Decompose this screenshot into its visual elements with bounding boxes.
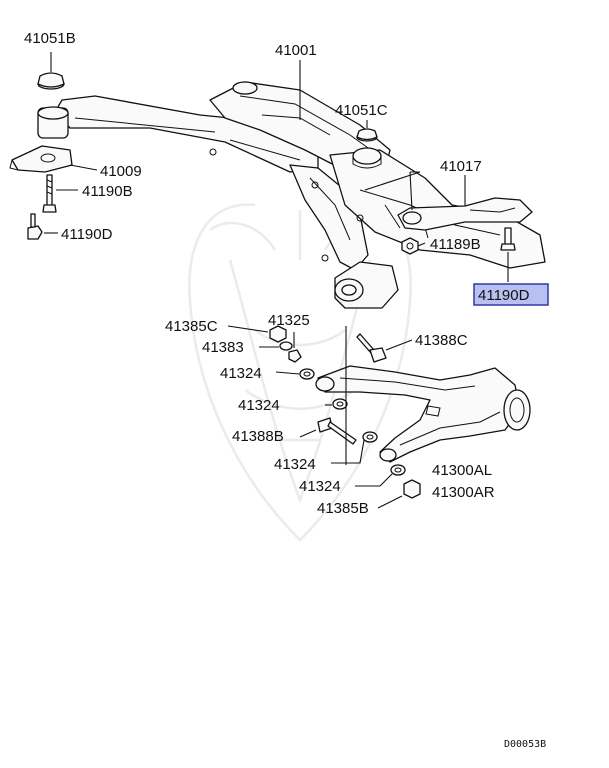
bolt-41388C[interactable] [356,333,387,363]
washer-41324-a[interactable] [299,368,315,380]
left-bushing [37,106,69,139]
label-41190D-highlighted: 41190D [478,287,530,304]
top-mount [232,81,258,95]
bracket-41009[interactable] [9,145,73,173]
leader-lines [44,52,509,509]
stopper-41051B[interactable] [37,72,65,90]
label-41190B: 41190B [82,183,133,200]
label-41051B: 41051B [24,30,76,47]
document-code: D00053B [504,739,546,750]
label-41009: 41009 [100,163,142,180]
upper-right-mount [352,147,382,169]
upper-arm-41017[interactable] [397,197,533,231]
nut-41190D-left[interactable] [27,213,43,240]
label-41300AR: 41300AR [432,484,495,501]
label-41388C: 41388C [415,332,468,349]
label-41001: 41001 [275,42,317,59]
label-41324-b: 41324 [238,397,280,414]
label-41385B: 41385B [317,500,369,517]
label-41300AL: 41300AL [432,462,492,479]
nut-41189B[interactable] [401,237,419,255]
label-41383: 41383 [202,339,244,356]
label-41324-c: 41324 [274,456,316,473]
right-bushing [334,261,399,309]
highlight-box [473,283,549,306]
label-41388B: 41388B [232,428,284,445]
nut-41385B[interactable] [403,479,421,499]
label-41324-d: 41324 [299,478,341,495]
washer-41324-d[interactable] [390,464,406,476]
crossmember-41001[interactable] [37,81,546,309]
highlight-41190D[interactable]: 41190D [473,283,549,306]
label-41324-a: 41324 [220,365,262,382]
bolt-41388B[interactable] [317,417,357,445]
watermark-emblem [188,203,412,542]
label-41017: 41017 [440,158,482,175]
washer-41324-c[interactable] [362,431,378,443]
label-41051C: 41051C [335,102,388,119]
nut-41385C[interactable] [269,325,287,343]
label-41385C: 41385C [165,318,218,335]
label-41190D-left: 41190D [61,226,113,243]
lower-arm-41300[interactable] [315,365,531,463]
bushing-41325[interactable] [288,349,302,363]
washer-41324-b[interactable] [332,398,348,410]
label-41189B: 41189B [430,236,481,253]
washer-41383[interactable] [279,341,293,351]
bolt-41190B[interactable] [42,174,57,213]
bolt-41190D-right[interactable] [500,227,516,251]
stopper-41051C[interactable] [356,128,378,142]
label-41325: 41325 [268,312,310,329]
